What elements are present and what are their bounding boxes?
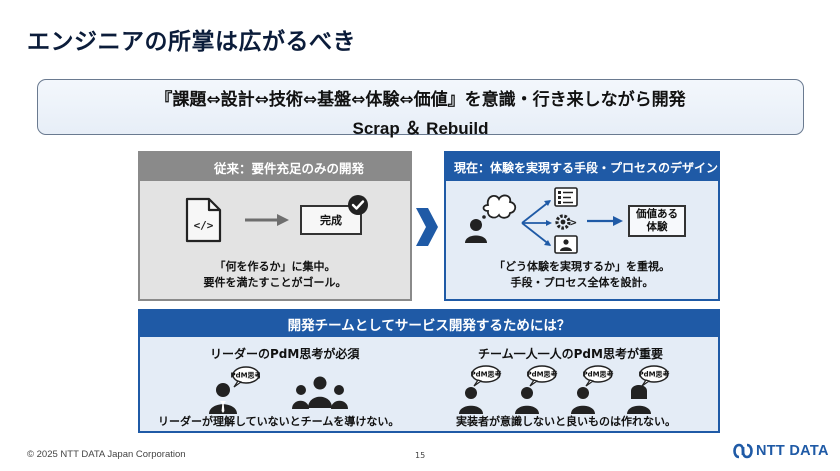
old-caption-line-1: 「何を作るか」に集中。 [214,260,336,273]
member-person-icon: PdM思考 [571,365,614,414]
member-bubble-text: PdM思考 [526,370,557,379]
check-circle-icon [348,195,368,215]
copyright-text: © 2025 NTT DATA Japan Corporation [27,449,186,460]
old-caption-line-2: 要件を満たすことがゴール。 [203,276,347,289]
member-caption: 実装者が意識しないと良いものは作れない。 [456,415,676,428]
old-approach-panel: 従来：要件充足のみの開発 </> 完成 「何を作るか」に集中。 要件を満たすこと… [138,151,412,301]
key-message-banner: 『課題⇔設計⇔技術⇔基盤⇔体験⇔価値』を意識・行き来しながら開発 Scrap ＆… [37,79,804,138]
right-arrow-icon [587,216,623,226]
svg-text:>: > [570,216,577,229]
leader-bubble-text: PdM思考 [230,371,260,380]
member-bubble-text: PdM思考 [470,370,501,379]
ntt-data-logo: NTT DATA [733,443,829,459]
new-approach-caption: 「どう体験を実現するか」を重視。 手段・プロセス全体を設計。 [446,259,718,291]
new-approach-panel: 現在：体験を実現する手段・プロセスのデザイン > [444,151,720,301]
checklist-screen-icon [554,187,578,207]
member-bubble-text: PdM思考 [638,370,669,379]
value-box-line-1: 価値ある [636,208,678,220]
team-development-panel: 開発チームとしてサービス開発するためには？ リーダーのPdM思考が必須 PdM思… [138,309,720,433]
team-development-header: 開発チームとしてサービス開発するためには？ [140,311,718,337]
value-box-line-2: 体験 [646,221,668,233]
page-number: 15 [415,451,426,460]
slide-title: エンジニアの所掌は広がるべき [27,29,356,55]
member-heading: チーム一人一人のPdM思考が重要 [478,347,663,361]
gear-icon: > [555,214,577,230]
transition-arrow-icon [416,208,438,246]
old-approach-caption: 「何を作るか」に集中。 要件を満たすことがゴール。 [140,259,410,291]
leader-caption: リーダーが理解していないとチームを導けない。 [158,415,400,428]
banner-line-1: 『課題⇔設計⇔技術⇔基盤⇔体験⇔価値』を意識・行き来しながら開発 [155,90,686,110]
ntt-data-logo-text: NTT DATA [756,443,829,459]
new-caption-line-2: 手段・プロセス全体を設計。 [510,276,654,289]
member-person-icon: PdM思考 [627,365,670,414]
leader-person-icon: PdM思考 [209,366,260,414]
user-screen-icon [554,235,578,254]
team-group-icon [292,376,348,409]
ntt-data-logo-icon [733,443,753,459]
thinking-person-icon [465,194,517,243]
done-label: 完成 [320,214,342,227]
code-file-icon: </> [185,197,222,243]
valuable-experience-box: 価値ある 体験 [628,205,686,237]
right-arrow-icon [245,214,289,226]
new-caption-line-1: 「どう体験を実現するか」を重視。 [494,260,670,273]
leader-heading: リーダーのPdM思考が必須 [210,347,360,361]
member-person-icon: PdM思考 [459,365,502,414]
member-bubble-text: PdM思考 [582,370,613,379]
svg-text:</>: </> [194,219,214,232]
banner-line-2: Scrap ＆ Rebuild [352,119,489,138]
new-approach-header: 現在：体験を実現する手段・プロセスのデザイン [446,153,718,181]
branch-arrows-icon [521,200,552,246]
old-approach-header: 従来：要件充足のみの開発 [140,153,410,181]
member-person-icon: PdM思考 [515,365,558,414]
